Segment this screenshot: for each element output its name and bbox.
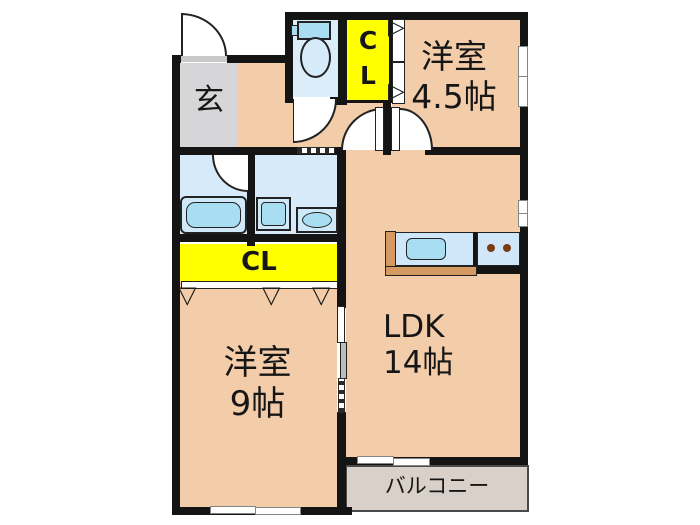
window xyxy=(518,213,528,227)
closet-top-label: C L xyxy=(358,26,378,90)
stove-burner xyxy=(487,244,495,252)
closet-top-floor xyxy=(347,20,389,100)
entrance-door-swing xyxy=(181,13,227,56)
wall xyxy=(337,412,346,515)
stove-burner xyxy=(503,244,511,252)
kitchen-counter-edge xyxy=(385,266,477,276)
closet-top-door-panel xyxy=(392,19,405,62)
window xyxy=(255,507,301,515)
wall xyxy=(227,55,293,63)
western-9-size: 9帖 xyxy=(229,383,286,424)
western-9-name: 洋室 xyxy=(223,343,292,383)
balcony-sliding-window xyxy=(393,458,430,466)
sliding-door-panel xyxy=(337,306,345,343)
washroom-accordion-door xyxy=(297,147,335,154)
balcony-label: バルコニー xyxy=(384,474,490,498)
wall xyxy=(389,20,392,103)
genkan-label: 玄 xyxy=(194,83,224,118)
stove-base xyxy=(477,266,520,274)
entrance-threshold xyxy=(181,56,227,62)
window xyxy=(518,200,528,214)
wall xyxy=(172,147,345,155)
ldk-floor xyxy=(346,155,520,457)
folding-door-icon: ▽ xyxy=(312,281,331,309)
sliding-door-panel xyxy=(340,342,347,379)
toilet-bowl xyxy=(300,37,331,78)
window xyxy=(210,506,256,514)
ldk-doorway-floor xyxy=(345,147,383,155)
wall xyxy=(285,12,293,103)
stove-top xyxy=(477,232,520,266)
toilet-flush-handle xyxy=(291,25,298,36)
balcony-floor xyxy=(345,465,529,512)
closet-mid-door-track xyxy=(181,281,338,289)
western-45-size: 4.5帖 xyxy=(411,76,497,116)
balcony-sliding-window xyxy=(357,456,394,464)
wall xyxy=(247,147,255,246)
wall xyxy=(520,12,528,465)
window xyxy=(518,46,528,77)
wall xyxy=(172,55,180,515)
ldk-door-leaf xyxy=(375,107,384,151)
ldk-label: LDK 14帖 xyxy=(383,309,493,381)
folding-door-icon: ▷ xyxy=(388,79,405,104)
closet-top-door-panel xyxy=(392,62,405,104)
closet-mid-label: CL xyxy=(241,247,277,277)
wash-basin-bowl xyxy=(302,212,332,228)
wall xyxy=(337,147,346,308)
western-45-name: 洋室 xyxy=(421,37,487,76)
bathtub-inner xyxy=(186,202,241,228)
folding-door-icon: ▽ xyxy=(178,281,197,309)
wall xyxy=(285,12,528,20)
kitchen-sink xyxy=(406,238,446,260)
kitchen-divider xyxy=(473,232,478,266)
ldk-name: LDK xyxy=(383,309,445,345)
western-45-doorway-floor xyxy=(391,147,425,155)
folding-door-icon: ▽ xyxy=(262,281,281,309)
window xyxy=(518,76,528,107)
folding-door-icon: ▷ xyxy=(388,15,405,40)
western-9-label: 洋室 9帖 xyxy=(185,343,330,425)
wall xyxy=(425,147,528,155)
wall xyxy=(338,12,347,103)
western-45-label: 洋室 4.5帖 xyxy=(394,37,514,116)
wall xyxy=(383,103,391,155)
wall xyxy=(347,100,392,103)
washing-machine xyxy=(261,202,286,226)
closet-mid-floor xyxy=(180,244,338,281)
sliding-door-track xyxy=(338,378,345,413)
ldk-size: 14帖 xyxy=(383,344,454,381)
western-9-floor xyxy=(180,281,337,507)
wall xyxy=(172,234,346,242)
wall xyxy=(345,457,528,465)
